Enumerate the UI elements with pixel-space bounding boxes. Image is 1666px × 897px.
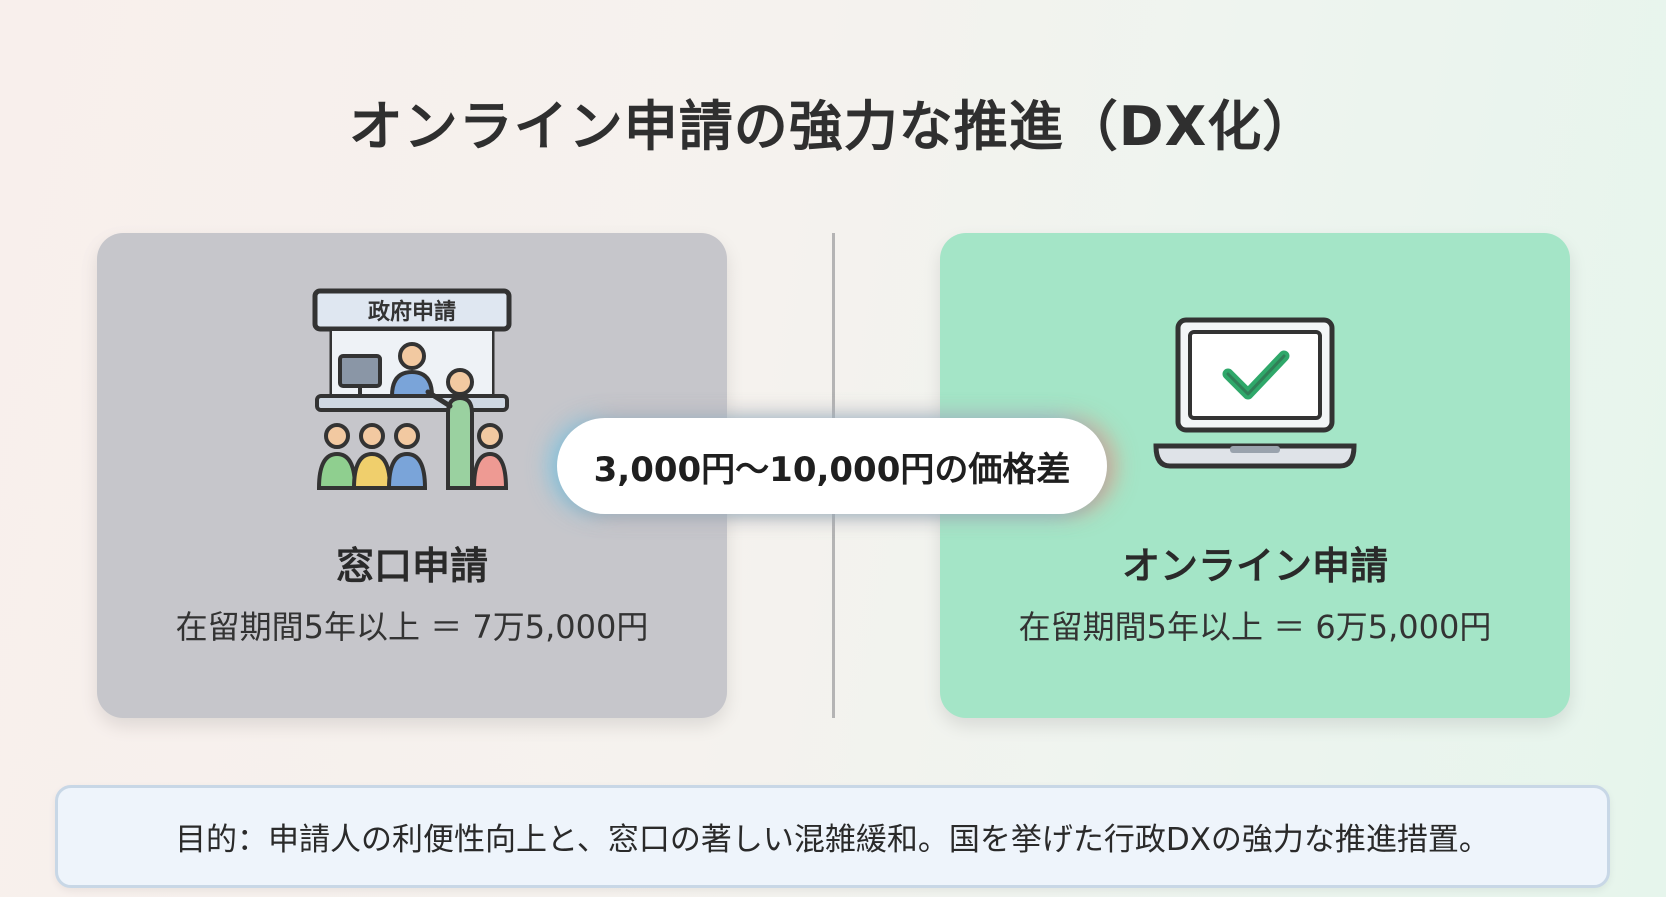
page-title: オンライン申請の強力な推進（DX化） [348, 95, 1318, 158]
window-card-title: 窓口申請 [335, 544, 488, 588]
window-card-price: 在留期間5年以上 ＝ 7万5,000円 [175, 608, 649, 646]
government-counter-icon: 政府申請 [312, 288, 512, 490]
online-card-title: オンライン申請 [1121, 544, 1388, 588]
online-card-price: 在留期間5年以上 ＝ 6万5,000円 [1018, 608, 1492, 646]
purpose-text: 目的：申請人の利便性向上と、窓口の著しい混雑緩和。国を挙げた行政DXの強力な推進… [175, 822, 1490, 858]
price-gap-badge: 3,000円〜10,000円の価格差 [557, 418, 1107, 514]
counter-sign-text: 政府申請 [368, 299, 456, 325]
laptop-check-icon [1153, 317, 1357, 469]
purpose-box: 目的：申請人の利便性向上と、窓口の著しい混雑緩和。国を挙げた行政DXの強力な推進… [55, 785, 1610, 888]
